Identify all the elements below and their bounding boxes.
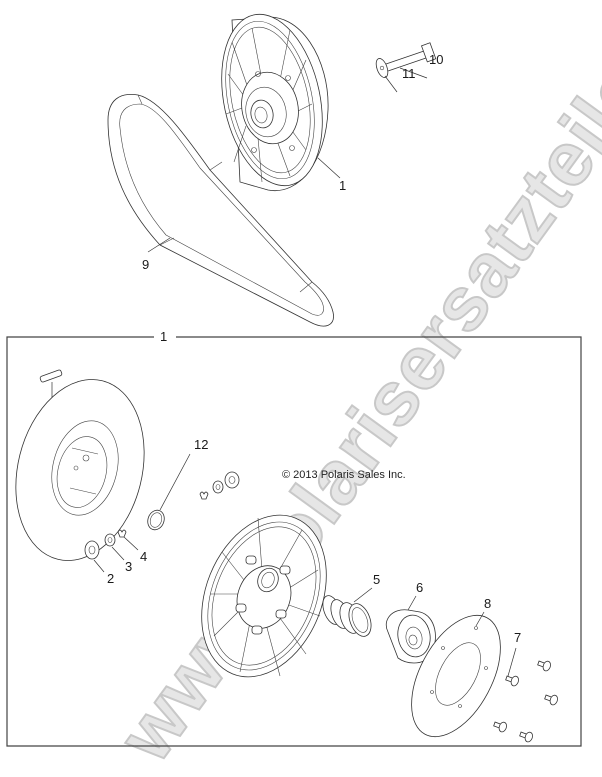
stationary-sheave-drawing — [15, 379, 145, 561]
driven-sheave-drawing — [221, 13, 329, 192]
roller-washers-drawing — [199, 471, 240, 500]
callout-2: 2 — [107, 571, 115, 586]
assembly-frame — [6, 336, 582, 747]
spring-drawing — [322, 595, 372, 637]
callout-7: 7 — [514, 630, 522, 645]
callout-5: 5 — [373, 572, 381, 587]
bearing-washer-clip-drawing — [84, 529, 127, 560]
callout-1-top: 1 — [339, 178, 347, 193]
drive-belt-drawing — [107, 93, 334, 327]
callout-4: 4 — [140, 549, 148, 564]
moveable-sheave-drawing — [201, 514, 327, 678]
o-ring-drawing — [147, 509, 165, 531]
assembly-group-label: 1 — [155, 330, 173, 343]
callout-9: 9 — [142, 257, 150, 272]
callout-3: 3 — [125, 559, 133, 574]
cover-plate-drawing — [411, 614, 501, 738]
callout-11: 11 — [402, 66, 416, 81]
helix-cam-drawing — [385, 609, 436, 664]
callout-12: 12 — [194, 437, 209, 452]
exploded-view-drawing — [6, 13, 582, 747]
callout-10: 10 — [429, 52, 444, 67]
callout-6: 6 — [416, 580, 424, 595]
screws-drawing — [493, 660, 558, 743]
callout-8: 8 — [484, 596, 492, 611]
bolt-washer-drawing — [375, 42, 437, 78]
copyright-notice: © 2013 Polaris Sales Inc. — [282, 469, 406, 481]
